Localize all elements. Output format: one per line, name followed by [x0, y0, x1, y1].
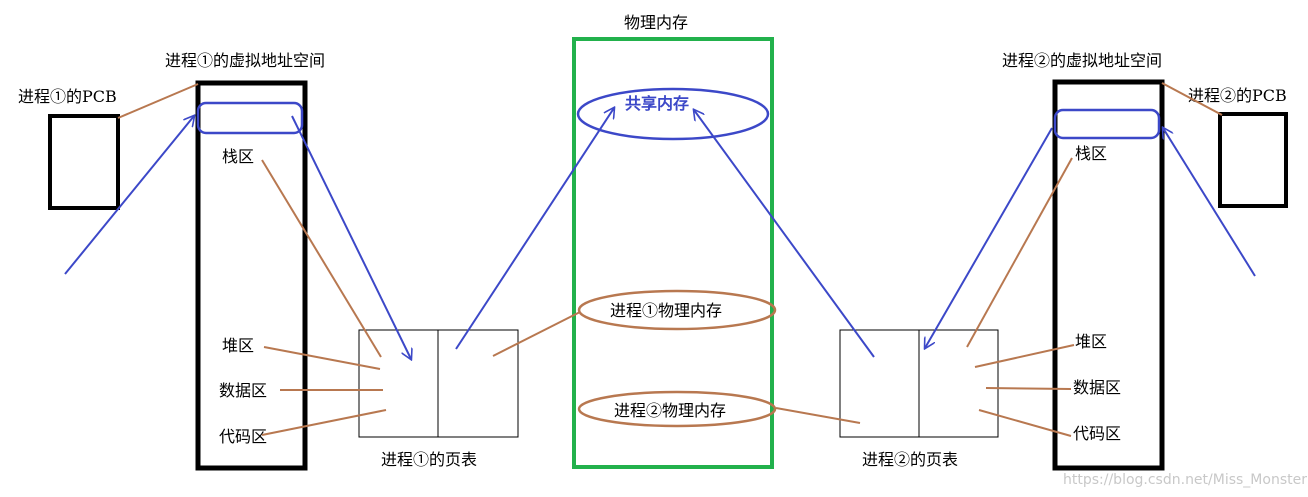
p2-pcb-to-shared-arrow [1163, 128, 1256, 277]
p2-pcb-to-vspace-line [1161, 82, 1223, 116]
p1-stack-to-pagetable-line [261, 159, 382, 358]
p2-stack-to-pagetable-line [966, 157, 1073, 348]
p2-heap-label: 堆区 [1075, 332, 1107, 351]
p1-pagetable-label: 进程①的页表 [381, 450, 477, 469]
p1-stack-label: 栈区 [222, 147, 254, 166]
p1-code-to-pagetable-line [261, 409, 387, 436]
p1-pcb-label: 进程①的PCB [18, 87, 117, 106]
p2-physical-memory-label: 进程②物理内存 [614, 401, 726, 420]
p1-code-label: 代码区 [219, 427, 267, 446]
p1-shared-to-pagetable-arrow [291, 115, 411, 359]
p2-pcb-label: 进程②的PCB [1188, 86, 1287, 105]
p1-heap-to-pagetable-line [263, 346, 381, 370]
p1-pagetable-to-shared-mem-arrow [455, 108, 614, 350]
p2-shared-region [1053, 108, 1161, 140]
p2-vspace-box [1052, 79, 1165, 471]
p2-pcb-box [1218, 112, 1288, 208]
p2-stack-label: 栈区 [1075, 144, 1107, 163]
blue-arrows [64, 108, 1256, 359]
p2-pagetable-label: 进程②的页表 [862, 450, 958, 469]
p1-physical-memory-ellipse [577, 289, 777, 331]
p2-code-label: 代码区 [1073, 424, 1121, 443]
p1-heap-label: 堆区 [222, 336, 254, 355]
p2-pagetable-to-shared-mem-arrow [694, 110, 875, 358]
physical-memory-title: 物理内存 [624, 13, 688, 32]
p1-pcb-to-shared-arrow [64, 116, 194, 275]
p2-physical-memory-ellipse [577, 390, 777, 428]
p1-vspace-box [195, 80, 308, 471]
p2-shared-to-pagetable-arrow [925, 127, 1053, 348]
p2-heap-to-pagetable-line [974, 344, 1075, 368]
shared-memory-label: 共享内存 [625, 94, 689, 113]
p2-data-label: 数据区 [1073, 378, 1121, 397]
p2-data-to-pagetable-line [985, 387, 1072, 390]
physical-memory-box [572, 37, 774, 469]
brown-connectors [117, 82, 1223, 437]
p1-vspace-label: 进程①的虚拟地址空间 [165, 51, 325, 70]
p1-data-label: 数据区 [219, 381, 267, 400]
p1-pcb-box [48, 114, 120, 210]
shared-memory-ellipse [576, 87, 770, 141]
p2-vspace-label: 进程②的虚拟地址空间 [1002, 51, 1162, 70]
p1-physical-memory-label: 进程①物理内存 [610, 301, 722, 320]
p2-pagetable-to-mem-line [775, 407, 861, 424]
watermark-text: https://blog.csdn.net/Miss_Monster [1063, 472, 1307, 488]
p1-pagetable-to-mem-line [492, 311, 581, 357]
p2-code-to-pagetable-line [978, 409, 1072, 437]
p1-pcb-to-vspace-line [117, 83, 199, 119]
p1-shared-region [196, 101, 304, 135]
